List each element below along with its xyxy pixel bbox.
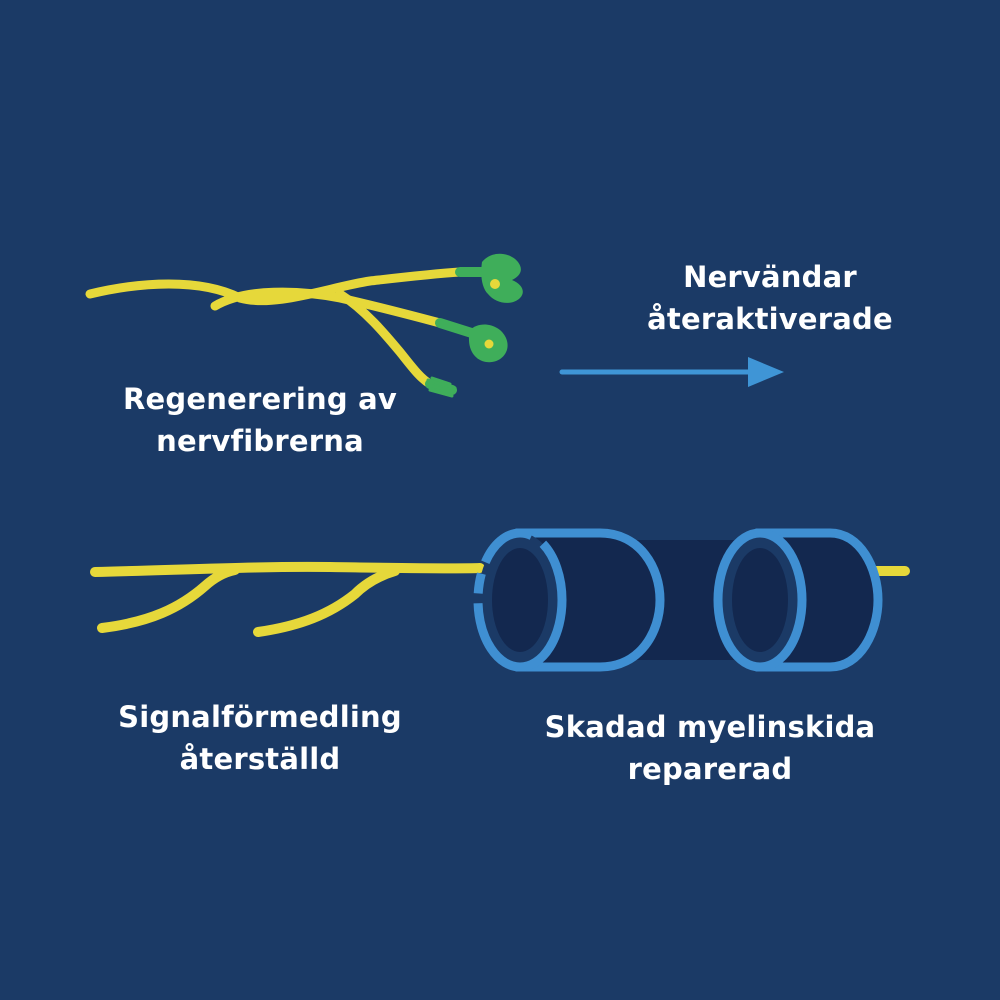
label-myelin-line1: Skadad myelinskida: [544, 710, 876, 744]
fiber-frayed-tip: [426, 376, 457, 398]
label-myelin-repaired: Skadad myelinskida reparerad: [530, 706, 890, 790]
label-reactivated-line2: återaktiverade: [647, 302, 893, 336]
label-regeneration: Regenerering av nervfibrerna: [100, 378, 420, 462]
label-signal-line1: Signalförmedling: [118, 700, 402, 734]
fiber-main-axon: [90, 561, 485, 577]
restored-nerve-fibers: [90, 561, 910, 637]
regenerating-nerve-fibers: [85, 253, 523, 398]
label-signal-line2: återställd: [179, 742, 341, 776]
fiber-strand-upper: [85, 267, 465, 306]
label-myelin-line2: reparerad: [627, 752, 793, 786]
myelin-segment-damaged: [473, 528, 665, 672]
myelin-sheath-icon: [473, 528, 883, 672]
label-nerve-endings-reactivated: Nervändar återaktiverade: [600, 256, 940, 340]
label-regeneration-line1: Regenerering av: [123, 382, 397, 416]
label-reactivated-line1: Nervändar: [683, 260, 857, 294]
myelin-segment-intact: [713, 528, 883, 672]
right-arrow-icon: [559, 357, 784, 387]
fiber-strand-middle: [210, 287, 445, 328]
fiber-strand-lower: [335, 289, 435, 389]
fiber-branch-right: [253, 566, 400, 637]
nerve-ending-icon: [468, 324, 508, 363]
nerve-ending-icon: [481, 253, 523, 303]
label-signal-restored: Signalförmedling återställd: [95, 696, 425, 780]
fiber-branch-left: [97, 565, 240, 633]
label-regeneration-line2: nervfibrerna: [156, 424, 364, 458]
